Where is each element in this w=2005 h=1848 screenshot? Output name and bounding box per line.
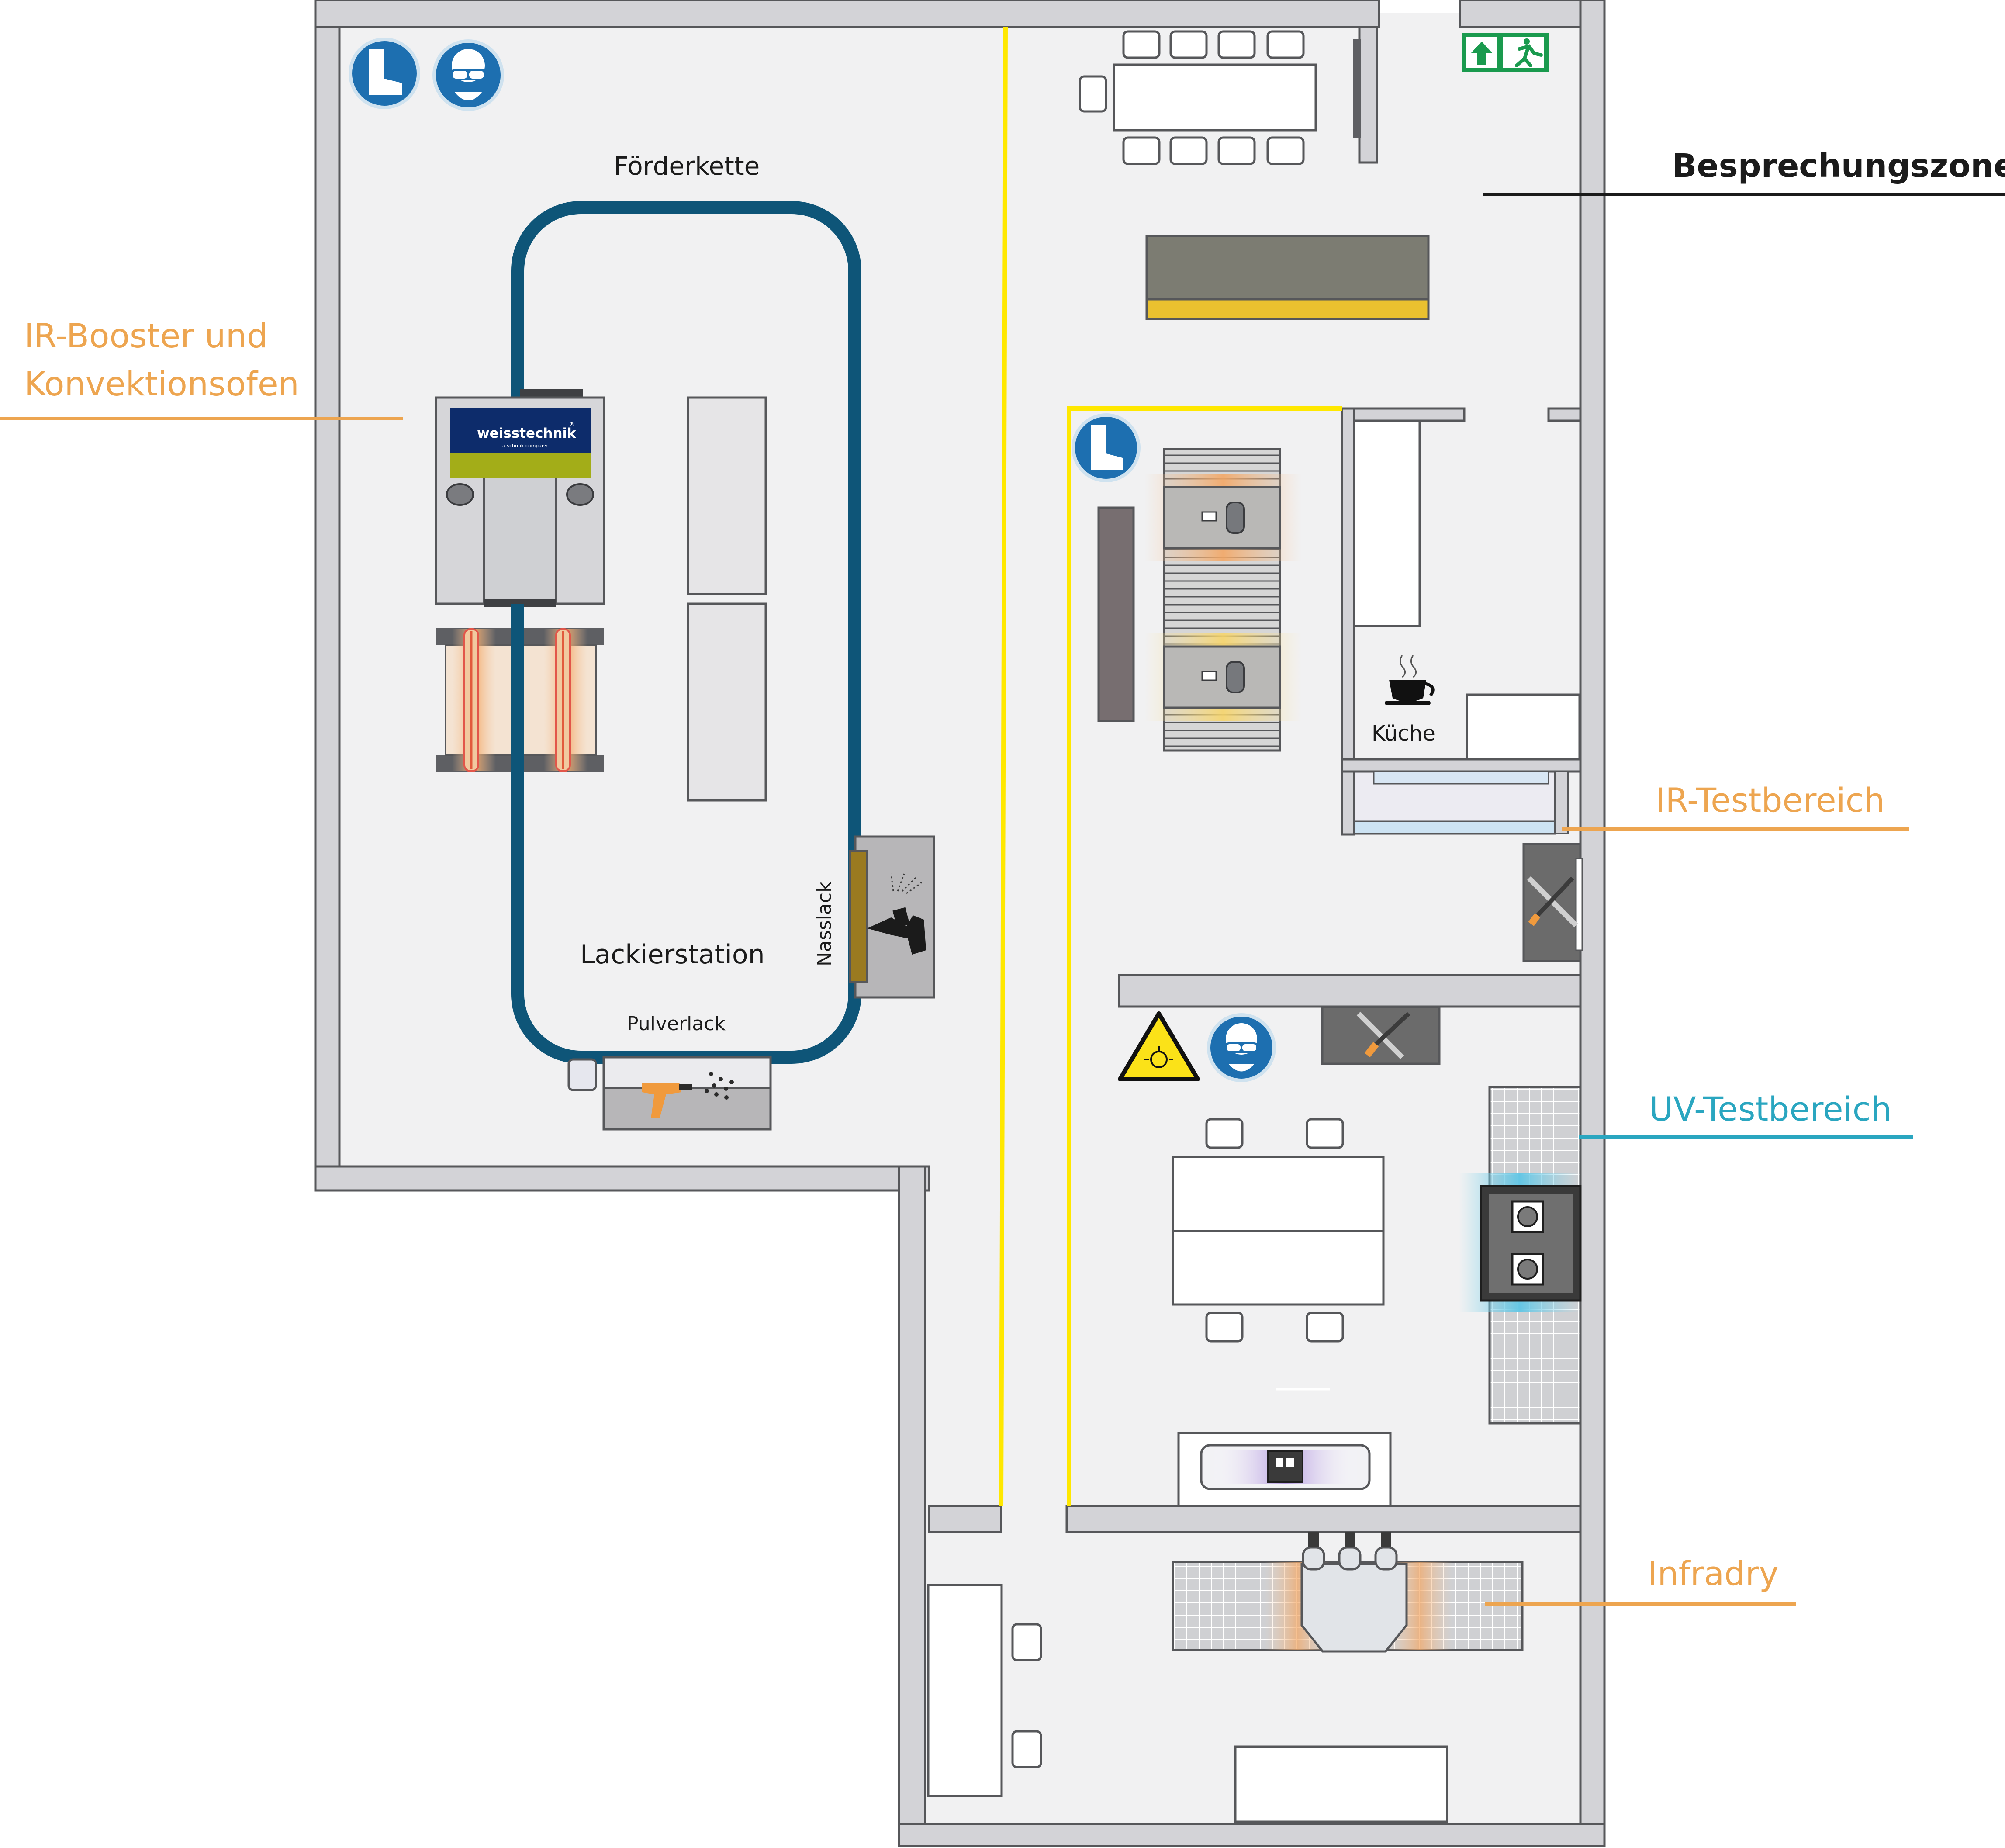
nasslack-booth: [849, 835, 935, 999]
label-infradry: Infradry: [1648, 1554, 1779, 1593]
label-kueche: Küche: [1372, 721, 1435, 746]
logo-brand: weisstechnik: [477, 426, 577, 441]
label-besprechungszone: Besprechungszone: [1672, 147, 2005, 185]
label-ir-booster-line1: IR-Booster und: [24, 316, 268, 355]
pulverlack-booth: [567, 1056, 772, 1131]
outer-walls: [314, 0, 1606, 1847]
kitchen: [1353, 419, 1581, 835]
rack-upper: [687, 396, 767, 595]
label-ir-booster-line2: Konvektionsofen: [24, 364, 299, 403]
conveyor-segment: [511, 604, 524, 772]
weisstechnik-logo: [450, 408, 591, 453]
label-foerderkette: Förderkette: [614, 151, 760, 181]
safety-goggles-icon: [432, 39, 504, 111]
label-ir-testbereich: IR-Testbereich: [1656, 781, 1885, 820]
callout-lines: [0, 193, 2005, 1606]
infradry-unit: [1172, 1532, 1524, 1653]
safety-boots-icon: [349, 38, 420, 109]
logo-reg: ®: [569, 421, 575, 428]
tools-icon: [1522, 843, 1583, 962]
label-pulverlack: Pulverlack: [627, 1013, 726, 1035]
ir-test-rig: [1097, 448, 1302, 752]
safety-lines: [999, 27, 1342, 1506]
coffee-cup-icon: [1385, 655, 1435, 705]
tools-icon: [1321, 1006, 1441, 1065]
label-lackierstation: Lackierstation: [580, 939, 765, 970]
lower-furniture: [927, 1584, 1448, 1823]
logo-sub: a schunk company: [502, 443, 548, 449]
spray-gun-icon: [867, 873, 926, 955]
convection-oven: weisstechnik ® a schunk company: [435, 389, 605, 607]
rack-lower: [687, 602, 767, 802]
label-nasslack: Nasslack: [813, 881, 836, 966]
meeting-table-group: [1079, 30, 1317, 165]
emergency-exit-icon: [1462, 33, 1549, 72]
sideboard: [1145, 235, 1430, 320]
powder-gun-icon: [642, 1072, 734, 1118]
safety-goggles-icon: [1207, 1013, 1276, 1082]
safety-boots-icon: [1072, 413, 1141, 482]
wall-screen: [1353, 39, 1361, 138]
uv-lamp-unit: [1177, 1432, 1392, 1507]
uv-test-rig: [1459, 1086, 1582, 1425]
uv-table-group: [1172, 1118, 1385, 1391]
label-uv-testbereich: UV-Testbereich: [1649, 1090, 1892, 1128]
uv-warning-icon: [1118, 1011, 1200, 1081]
